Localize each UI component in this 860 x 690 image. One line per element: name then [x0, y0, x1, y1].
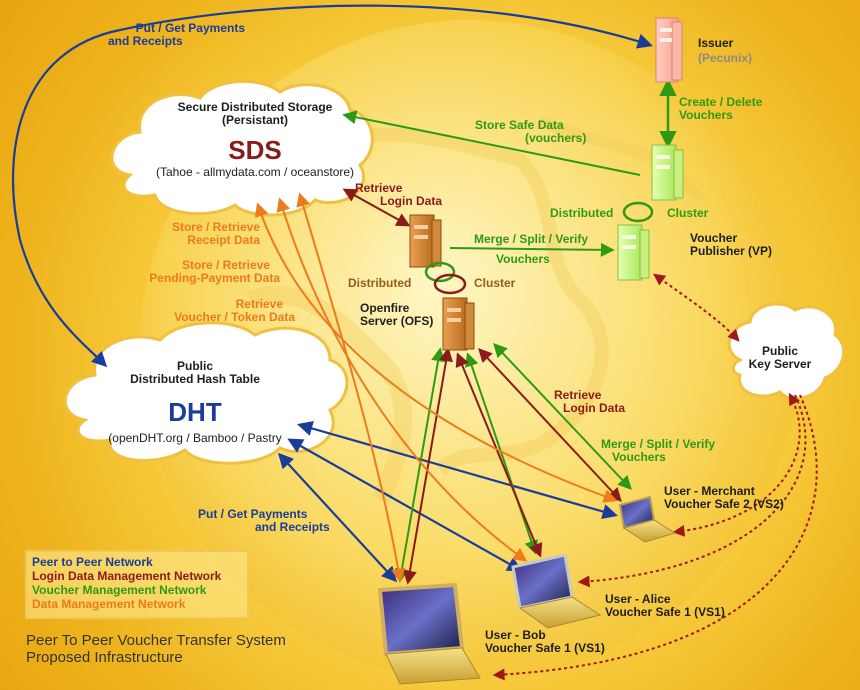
vp-cluster-sync-icon [622, 201, 654, 223]
diagram-title-line-1: Peer To Peer Voucher Transfer System [26, 632, 286, 649]
vp-server-top-icon [651, 144, 684, 201]
label-store-receipt-2: Receipt Data [187, 233, 260, 247]
ofs-name-line-2: Server (OFS) [360, 314, 434, 328]
legend-voucher: Voucher Management Network [32, 583, 207, 597]
edge-keyserver-alice [577, 394, 807, 588]
diagram-title: Peer To Peer Voucher Transfer System Pro… [26, 632, 286, 666]
edge-sds-bob [296, 192, 406, 583]
edge-keyserver-merchant [672, 392, 801, 537]
vp-cluster-right-label: Cluster [667, 206, 709, 220]
issuer-sub: (Pecunix) [698, 51, 753, 65]
label-store-safe-1: Store Safe Data [475, 118, 564, 132]
sds-acronym: SDS [228, 135, 282, 165]
keyserver-cloud-icon [727, 302, 846, 401]
label-merge-split-top-2: Vouchers [496, 252, 550, 266]
label-store-safe-2: (vouchers) [525, 131, 587, 145]
keyserver-name-line-1: Public [761, 344, 798, 358]
ofs-name-line-1: Openfire [360, 301, 410, 315]
alice-name-line-2: Voucher Safe 1 (VS1) [605, 605, 725, 619]
label-put-get-top-1: Put / Get Payments [135, 21, 245, 35]
ofs-server-top-icon [409, 214, 442, 268]
dht-title-line-2: Distributed Hash Table [130, 372, 260, 386]
edge-keyserver-bob [492, 394, 818, 681]
label-retrieve-login-top-2: Login Data [380, 194, 442, 208]
merchant-laptop-icon [618, 495, 677, 543]
bob-name-line-1: User - Bob [485, 628, 546, 642]
edge-issuer-dht [11, 4, 653, 368]
label-put-get-top-2: and Receipts [108, 34, 183, 48]
vp-cluster-left-label: Distributed [550, 206, 614, 220]
vp-name-line-2: Publisher (VP) [690, 244, 773, 258]
sds-subtitle: (Tahoe - allmydata.com / oceanstore) [155, 165, 355, 179]
alice-laptop-icon [511, 553, 602, 629]
ofs-cluster-left-label: Distributed [348, 276, 412, 290]
label-retrieve-login-right-1: Retrieve [554, 388, 602, 402]
legend-login: Login Data Management Network [32, 569, 222, 583]
label-merge-split-right-1: Merge / Split / Verify [601, 437, 716, 451]
vp-name-line-1: Voucher [690, 231, 738, 245]
issuer-name: Issuer [698, 36, 734, 50]
dht-acronym: DHT [168, 397, 222, 427]
label-store-pending-1: Store / Retrieve [181, 258, 270, 272]
ofs-cluster-right-label: Cluster [474, 276, 516, 290]
issuer-server-icon [655, 17, 683, 83]
ofs-server-bottom-icon [442, 297, 475, 351]
legend-peer: Peer to Peer Network [32, 555, 153, 569]
ofs-cluster-sync-icon [424, 261, 467, 295]
sds-title-line-1: Secure Distributed Storage [177, 100, 333, 114]
edge-keyserver-vp [653, 273, 740, 342]
legend: Peer to Peer Network Login Data Manageme… [25, 550, 249, 619]
label-merge-split-right-2: Vouchers [612, 450, 666, 464]
merchant-name-line-2: Voucher Safe 2 (VS2) [664, 497, 784, 511]
sds-title-line-2: (Persistant) [221, 113, 289, 127]
dht-title-line-1: Public [176, 359, 213, 373]
label-retrieve-login-top-1: Retrieve [355, 181, 403, 195]
label-store-pending-2: Pending-Payment Data [149, 271, 280, 285]
diagram-title-line-2: Proposed Infrastructure [26, 649, 183, 666]
edge-vp-sds [342, 110, 641, 176]
vp-server-bottom-icon [617, 224, 650, 281]
label-put-get-bottom-2: and Receipts [255, 520, 330, 534]
keyserver-name-line-2: Key Server [748, 357, 812, 371]
dht-subtitle: (openDHT.org / Bamboo / Pastry [108, 431, 282, 445]
label-store-receipt-1: Store / Retrieve [171, 220, 260, 234]
legend-data: Data Management Network [32, 597, 186, 611]
bob-laptop-icon [377, 582, 481, 685]
alice-name-line-1: User - Alice [605, 592, 671, 606]
label-create-delete-2: Vouchers [679, 108, 733, 122]
label-retrieve-voucher-1: Retrieve [235, 297, 283, 311]
label-merge-split-top-1: Merge / Split / Verify [474, 232, 589, 246]
label-put-get-bottom-1: Put / Get Payments [198, 507, 308, 521]
bob-name-line-2: Voucher Safe 1 (VS1) [485, 641, 605, 655]
label-retrieve-login-right-2: Login Data [563, 401, 625, 415]
label-create-delete-1: Create / Delete [679, 95, 763, 109]
merchant-name-line-1: User - Merchant [664, 484, 755, 498]
label-retrieve-voucher-2: Voucher / Token Data [174, 310, 295, 324]
